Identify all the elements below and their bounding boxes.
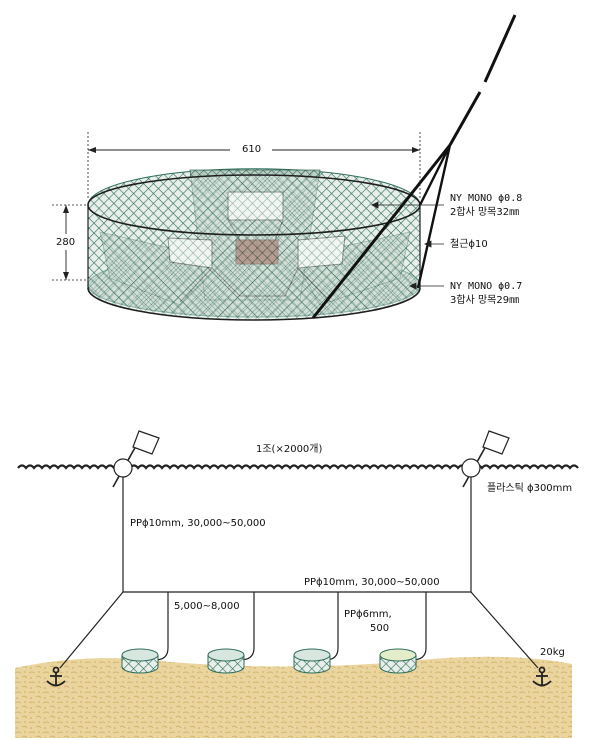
main-line-spec: PPϕ10mm, 30,000~50,000 [304,577,440,588]
left-anchor-line [59,591,124,669]
trap-height-label: 280 [56,237,76,248]
float-line [311,144,452,319]
mini-trap [293,648,331,674]
trap-illustration [87,14,517,321]
dimension-width [87,132,421,200]
dimension-height [52,204,86,281]
rope-system [59,477,539,669]
branch-line-1 [154,592,169,661]
set-count-label: 1조(×2000개) [256,444,323,455]
left-buoy [113,458,133,478]
trap-top-rim [87,174,421,236]
trap-row [121,648,417,674]
branch-line-3 [324,592,339,661]
right-anchor-line [470,591,539,669]
branch-line-2 [239,592,255,661]
rebar-spec: 철근ϕ10 [450,239,488,250]
mini-trap [207,648,245,674]
bottom-net-spec-line1: NY MONO ϕ0.7 [450,281,523,292]
buoy-spec-label: 플라스틱 ϕ300mm [487,483,573,494]
float-line-upper [448,14,517,146]
right-buoy [461,458,481,478]
left-buoy-assembly [112,430,160,488]
branch-line-4 [411,592,427,661]
bridle-rope [416,144,452,289]
trap-bottom-rim [87,287,421,321]
branch-line-spec-line1: PPϕ6mm, [344,609,392,620]
right-buoy-assembly [461,430,510,488]
left-flag-icon [132,430,160,455]
trap-width-label: 610 [242,144,262,155]
left-anchor-icon [46,666,66,687]
mini-trap [379,648,417,674]
seabed [15,656,572,738]
sea-surface [17,464,579,470]
vertical-line-spec: PPϕ10mm, 30,000~50,000 [130,518,266,529]
anchor-weight-label: 20kg [540,647,565,658]
branch-line-spec-line2: 500 [370,623,390,634]
right-flag-icon [482,430,510,455]
mini-trap [121,648,159,674]
callout-leaders [371,201,444,290]
top-net-spec-line1: NY MONO ϕ0.8 [450,193,523,204]
branch-spacing-label: 5,000~8,000 [174,601,240,612]
top-net-spec-line2: 2합사 망목32㎜ [450,207,520,218]
bottom-net-spec-line2: 3합사 망목29㎜ [450,295,520,306]
right-anchor-icon [532,666,552,687]
